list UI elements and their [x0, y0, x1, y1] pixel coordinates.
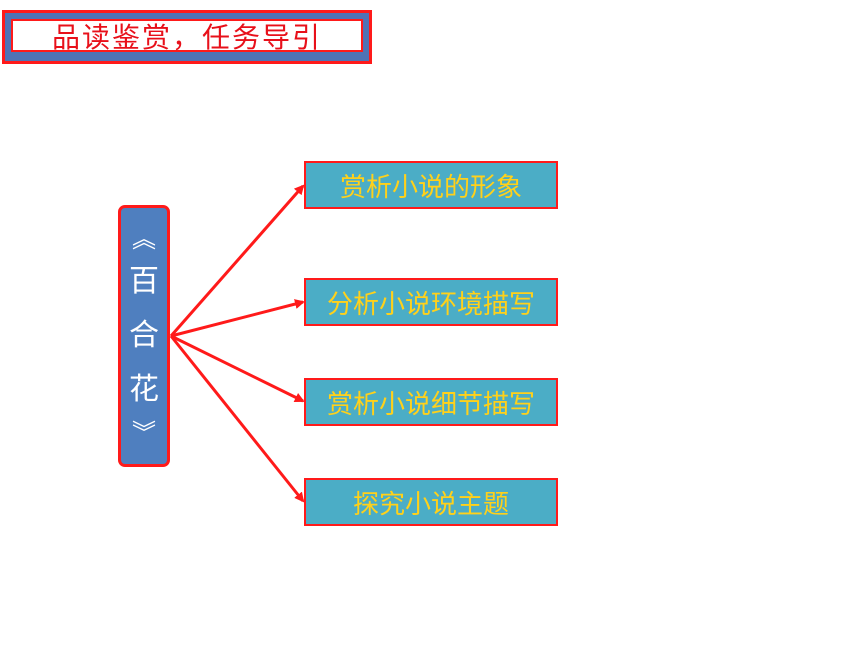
branch-node-3: 赏析小说细节描写 — [304, 378, 558, 426]
arrow-3 — [170, 334, 305, 403]
arrow-1 — [169, 184, 305, 337]
title-banner: 品读鉴赏，任务导引 — [2, 10, 372, 64]
root-node-baihehua: ︽ 百 合 花 ︾ — [118, 205, 170, 467]
branch-node-1: 赏析小说的形象 — [304, 161, 558, 209]
root-char-3: 花 — [129, 372, 159, 407]
branch-node-4: 探究小说主题 — [304, 478, 558, 526]
open-bracket: ︽ — [132, 225, 156, 253]
root-char-1: 百 — [129, 264, 159, 299]
branch-node-2: 分析小说环境描写 — [304, 278, 558, 326]
arrow-2 — [170, 299, 305, 338]
root-char-2: 合 — [129, 318, 159, 353]
slide-title: 品读鉴赏，任务导引 — [11, 19, 363, 54]
arrow-4 — [169, 335, 305, 503]
close-bracket: ︾ — [132, 419, 156, 447]
